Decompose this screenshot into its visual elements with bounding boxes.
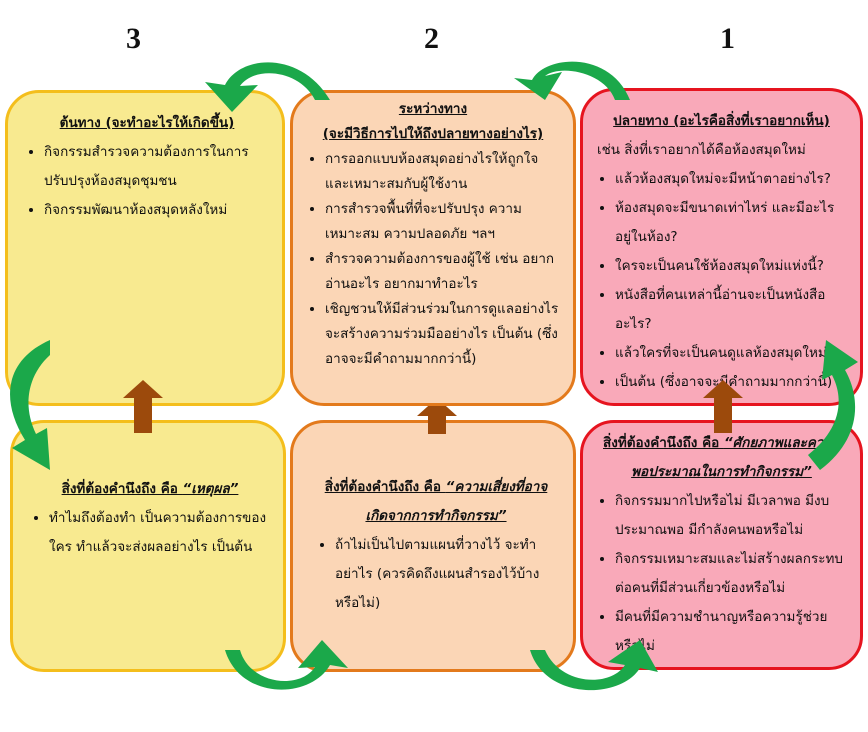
list-item: เชิญชวนให้มีส่วนร่วมในการดูแลอย่างไร จะส… — [325, 297, 559, 372]
list-item: กิจกรรมพัฒนาห้องสมุดหลังใหม่ — [44, 196, 268, 225]
start-box: ต้นทาง (จะทำอะไรให้เกิดขึ้น) กิจกรรมสำรว… — [5, 90, 285, 406]
list-item: ทำไมถึงต้องทำ เป็นความต้องการของใคร ทำแล… — [49, 504, 269, 562]
middle-box: ระหว่างทาง (จะมีวิธีการไปให้ถึงปลายทางอย… — [290, 90, 576, 406]
up-arrow-stem — [428, 414, 446, 434]
middle-subtitle: (จะมีวิธีการไปให้ถึงปลายทางอย่างไร) — [322, 126, 544, 142]
risk-box: สิ่งที่ต้องคำนึงถึง คือ “ความเสี่ยงที่อา… — [290, 420, 576, 672]
risk-title-prefix: สิ่งที่ต้องคำนึงถึง คือ — [324, 479, 446, 495]
up-arrow-icon — [123, 380, 163, 398]
end-intro: เช่น สิ่งที่เราอยากได้คือห้องสมุดใหม่ — [597, 142, 806, 158]
list-item: การสำรวจพื้นที่ที่จะปรับปรุง ความเหมาะสม… — [325, 197, 559, 247]
list-item: มีคนที่มีความชำนาญหรือความรู้ช่วยหรือไม่ — [615, 603, 846, 661]
middle-title: ระหว่างทาง — [398, 101, 468, 117]
list-item: สำรวจความต้องการของผู้ใช้ เช่น อยากอ่านอ… — [325, 247, 559, 297]
list-item: แล้วใครที่จะเป็นคนดูแลห้องสมุดใหม่? — [615, 339, 846, 368]
step-number-1: 1 — [720, 22, 735, 55]
reason-box: สิ่งที่ต้องคำนึงถึง คือ “เหตุผล” ทำไมถึง… — [10, 420, 286, 672]
step-number-3: 3 — [126, 22, 141, 55]
reason-title-prefix: สิ่งที่ต้องคำนึงถึง คือ — [61, 481, 183, 497]
up-arrow-stem — [134, 397, 152, 433]
capacity-box: สิ่งที่ต้องคำนึงถึง คือ “ศักยภาพและความพ… — [580, 420, 863, 670]
step-number-2: 2 — [424, 22, 439, 55]
list-item: การออกแบบห้องสมุดอย่างไรให้ถูกใจและเหมาะ… — [325, 147, 559, 197]
end-box: ปลายทาง (อะไรคือสิ่งที่เราอยากเห็น) เช่น… — [580, 88, 863, 406]
risk-title-emphasis: “ความเสี่ยงที่อาจเกิดจากการทำกิจกรรม” — [365, 479, 548, 524]
list-item: กิจกรรมมากไปหรือไม่ มีเวลาพอ มีงบประมาณพ… — [615, 487, 846, 545]
risk-title: สิ่งที่ต้องคำนึงถึง คือ “ความเสี่ยงที่อา… — [317, 473, 555, 531]
reason-title: สิ่งที่ต้องคำนึงถึง คือ “เหตุผล” — [31, 475, 269, 504]
up-arrow-icon — [703, 380, 743, 398]
list-item: ใครจะเป็นคนใช้ห้องสมุดใหม่แห่งนี้? — [615, 252, 846, 281]
list-item: ถ้าไม่เป็นไปตามแผนที่วางไว้ จะทำอย่าไร (… — [335, 531, 555, 618]
up-arrow-stem — [714, 397, 732, 433]
capacity-title: สิ่งที่ต้องคำนึงถึง คือ “ศักยภาพและความพ… — [597, 429, 846, 487]
list-item: ห้องสมุดจะมีขนาดเท่าไหร่ และมีอะไรอยู่ใน… — [615, 194, 846, 252]
reason-title-emphasis: “เหตุผล” — [182, 481, 239, 497]
start-title: ต้นทาง (จะทำอะไรให้เกิดขึ้น) — [59, 115, 235, 131]
end-title: ปลายทาง (อะไรคือสิ่งที่เราอยากเห็น) — [613, 113, 830, 129]
list-item: แล้วห้องสมุดใหม่จะมีหน้าตาอย่างไร? — [615, 165, 846, 194]
list-item: กิจกรรมสำรวจความต้องการในการปรับปรุงห้อง… — [44, 138, 268, 196]
list-item: กิจกรรมเหมาะสมและไม่สร้างผลกระทบต่อคนที่… — [615, 545, 846, 603]
capacity-title-prefix: สิ่งที่ต้องคำนึงถึง คือ — [603, 435, 724, 451]
list-item: หนังสือที่คนเหล่านี้อ่านจะเป็นหนังสืออะไ… — [615, 281, 846, 339]
